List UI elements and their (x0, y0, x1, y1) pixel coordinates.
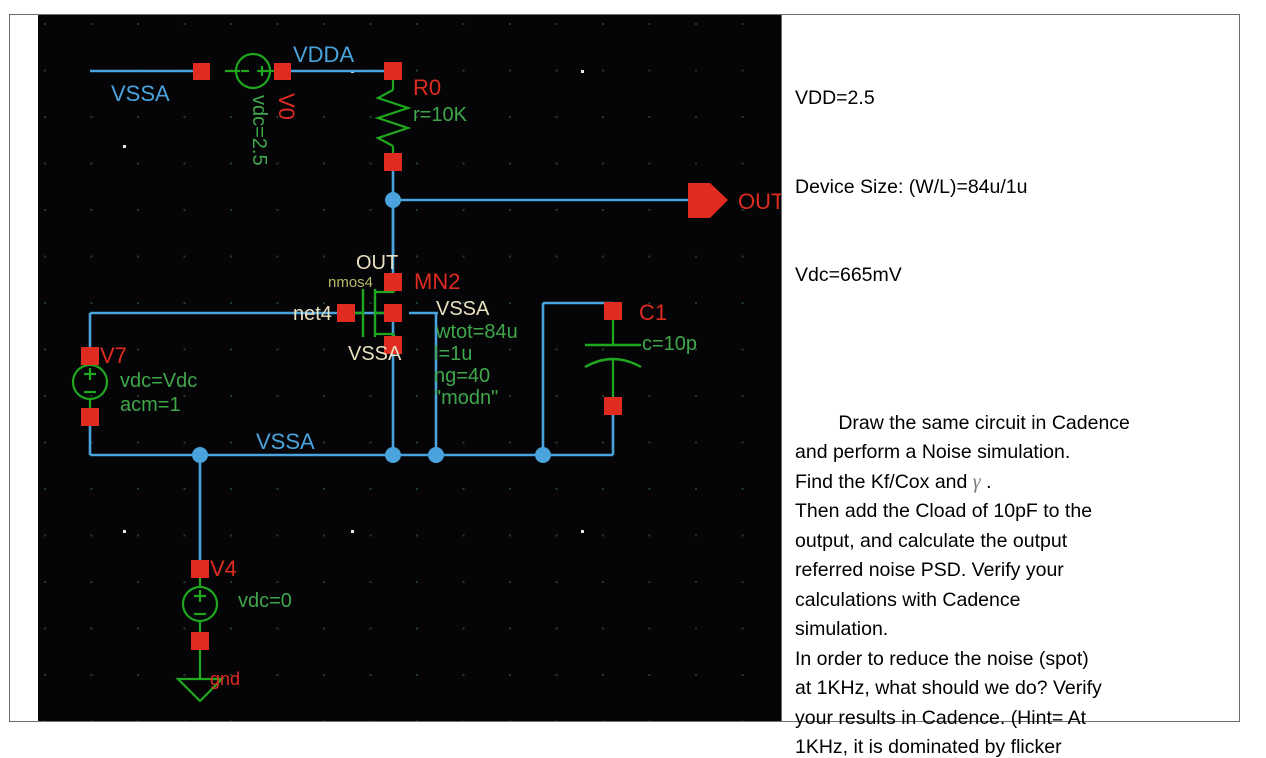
v7-pin-bottom (81, 408, 99, 426)
wire-junctions (192, 192, 551, 463)
v0-pin-left (193, 63, 210, 80)
v4-pin-top (191, 560, 209, 578)
label-mn2-model-type: nmos4 (328, 274, 373, 291)
label-out-terminal: OUT (356, 252, 398, 274)
r0-pin-top (384, 62, 402, 80)
schematic-cell: VSSA VDDA VSSA OUT OUT net4 VSSA VSSA nm… (10, 15, 782, 721)
param-mn2-l: l=1u (434, 343, 472, 365)
device-v0[interactable] (193, 52, 291, 90)
label-vdda: VDDA (293, 42, 354, 67)
v0-pin-right (274, 63, 291, 80)
device-v4[interactable] (175, 560, 225, 703)
label-mn2-name: MN2 (414, 269, 460, 294)
param-mn2-wtot: wtot=84u (435, 321, 518, 343)
figure-table: VSSA VDDA VSSA OUT OUT net4 VSSA VSSA nm… (9, 14, 1240, 758)
v7-pin-top (81, 347, 99, 365)
param-r0-r: r=10K (413, 104, 468, 126)
r0-pin-bottom (384, 153, 402, 171)
spec-line-vdc: Vdc=665mV (795, 264, 902, 286)
label-v4-name: V4 (210, 556, 237, 581)
problem-statement-cell: VDD=2.5 Device Size: (W/L)=84u/1u Vdc=66… (782, 15, 1239, 758)
mn2-pin-bulk (384, 304, 402, 322)
mn2-pin-gate (337, 304, 355, 322)
device-mn2[interactable] (337, 273, 402, 354)
spec-line-device-size: Device Size: (W/L)=84u/1u (795, 175, 1028, 198)
label-r0-name: R0 (413, 75, 441, 100)
device-r0[interactable] (374, 62, 412, 171)
label-net4: net4 (293, 303, 332, 325)
param-v4-vdc: vdc=0 (238, 590, 292, 612)
schematic-canvas: VSSA VDDA VSSA OUT OUT net4 VSSA VSSA nm… (38, 15, 781, 721)
label-out-pin: OUT (738, 189, 781, 214)
label-vssa-bulk: VSSA (436, 298, 490, 320)
paragraph-spacer (795, 350, 1225, 380)
pin-out-arrow[interactable] (688, 183, 728, 218)
problem-text-block: VDD=2.5 Device Size: (W/L)=84u/1u Vdc=66… (795, 25, 1225, 758)
c1-pin-bottom (604, 397, 622, 415)
circuit-schematic-svg: VSSA VDDA VSSA OUT OUT net4 VSSA VSSA nm… (38, 15, 781, 721)
label-vssa-source: VSSA (348, 343, 402, 365)
param-mn2-ng: ng=40 (434, 365, 490, 387)
v4-pin-bottom (191, 632, 209, 650)
label-c1-name: C1 (639, 300, 667, 325)
gnd-triangle (175, 677, 225, 703)
param-v7-vdc: vdc=Vdc (120, 370, 197, 392)
problem-body-part1: Draw the same circuit in Cadence and per… (795, 411, 1130, 493)
param-v7-acm: acm=1 (120, 394, 181, 416)
mn2-pin-drain (384, 273, 402, 291)
mn2-pin-source (384, 336, 402, 354)
c1-pin-top (604, 302, 622, 320)
device-c1[interactable] (584, 302, 642, 415)
junction-source (385, 447, 401, 463)
param-c1-c: c=10p (642, 333, 697, 355)
v0-circle (234, 52, 272, 90)
problem-body-part2: . Then add the Cload of 10pF to the outp… (795, 470, 1102, 758)
label-v0-name: V0 (274, 93, 299, 120)
junction-c1 (535, 447, 551, 463)
junction-gnd (192, 447, 208, 463)
gamma-symbol: γ (972, 470, 981, 493)
r0-zigzag (374, 89, 412, 147)
label-v7-name: V7 (100, 343, 127, 368)
device-v7[interactable] (71, 347, 109, 426)
label-vssa-bottom: VSSA (256, 429, 315, 454)
spec-line-vdd: VDD=2.5 (795, 87, 875, 109)
junction-bulk (428, 447, 444, 463)
junction-out (385, 192, 401, 208)
label-vssa-top: VSSA (111, 81, 170, 106)
label-gnd: gnd (210, 669, 240, 689)
grid-dots (38, 15, 781, 721)
param-v0-vdc: vdc=2.5 (248, 95, 270, 166)
param-mn2-model: "modn" (434, 387, 498, 409)
